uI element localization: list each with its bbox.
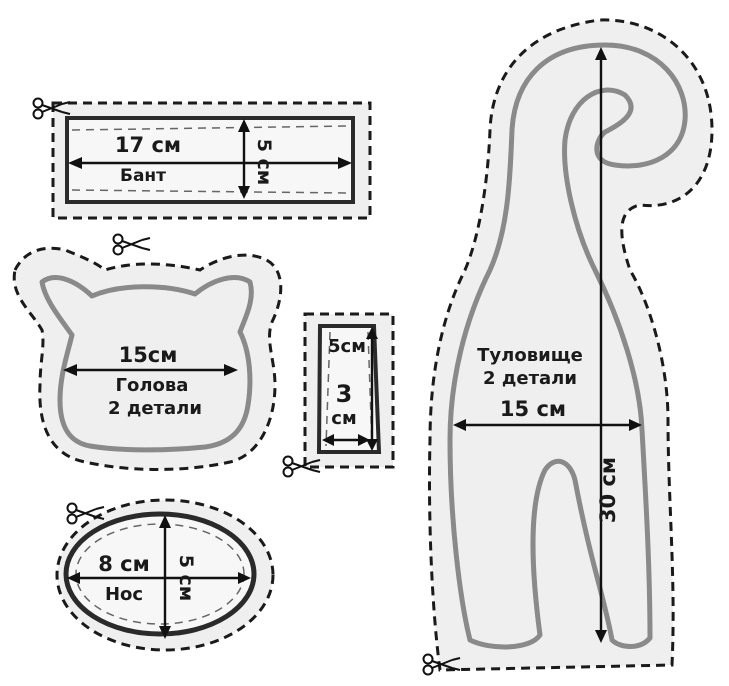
body-name-line2: 2 детали xyxy=(483,368,577,389)
nose-height-label: 5 см xyxy=(175,555,197,602)
head-piece: 15см Голова 2 детали xyxy=(12,233,283,471)
bow-width-label: 17 см xyxy=(115,133,181,157)
nose-name-label: Нос xyxy=(105,584,143,605)
head-name-line2: 2 детали xyxy=(108,398,202,419)
bow-height-label: 5 см xyxy=(253,139,275,186)
strip-piece: 5см 3 см xyxy=(282,312,395,478)
body-name-line1: Туловище xyxy=(477,345,583,366)
nose-piece: 8 см Нос 5 см xyxy=(55,498,275,652)
body-height-label: 30 см xyxy=(596,457,620,523)
bow-name-label: Бант xyxy=(120,166,166,186)
body-piece: Туловище 2 детали 15 см 30 см xyxy=(422,18,714,676)
strip-width-value: 3 xyxy=(336,380,353,408)
strip-width-unit: см xyxy=(331,408,356,429)
body-width-label: 15 см xyxy=(500,397,566,421)
bow-piece: 17 см Бант 5 см xyxy=(32,97,372,220)
bow-cut-line xyxy=(51,101,372,220)
head-name-line1: Голова xyxy=(116,375,189,396)
nose-cut-line xyxy=(55,498,275,652)
strip-height-label: 5см xyxy=(328,336,366,357)
scissors-icon xyxy=(112,233,151,256)
strip-cut-line xyxy=(303,312,395,469)
body-cut-line xyxy=(427,18,714,672)
head-width-label: 15см xyxy=(119,343,178,367)
nose-width-label: 8 см xyxy=(98,552,150,576)
head-cut-line xyxy=(12,246,283,471)
